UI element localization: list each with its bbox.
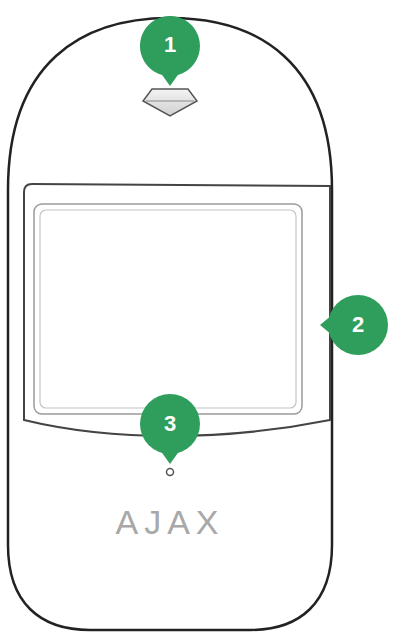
callout-number: 3 (164, 413, 176, 435)
callout-pointer (320, 315, 332, 335)
detector-housing (8, 18, 332, 630)
led-indicator (143, 89, 197, 116)
brand-logo: AJAX (115, 505, 224, 539)
sensor-hole (167, 469, 174, 476)
callout-pointer (160, 450, 180, 464)
callout-badge (328, 295, 388, 355)
lens-window (34, 204, 302, 414)
callout-number: 1 (164, 34, 176, 56)
callout-pointer (160, 72, 180, 86)
callout-number: 2 (352, 314, 364, 336)
callout-badge (140, 394, 200, 454)
lens-window-inner (40, 210, 296, 408)
led-edge (146, 101, 194, 102)
callout-badge (140, 16, 200, 76)
